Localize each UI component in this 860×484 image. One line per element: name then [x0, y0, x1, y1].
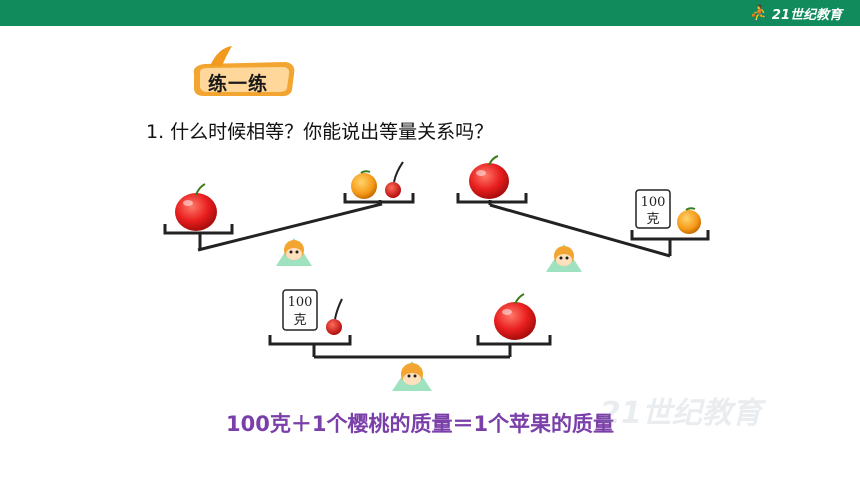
balance-scale-1: [163, 161, 415, 266]
svg-text:克: 克: [293, 313, 306, 328]
weight-100g: 100 克: [635, 189, 671, 229]
svg-text:100: 100: [288, 295, 313, 310]
section-badge: 练一练: [188, 44, 300, 100]
apple-icon: [469, 155, 509, 199]
svg-text:克: 克: [646, 212, 659, 227]
question-text: 1. 什么时候相等？你能说出等量关系吗？: [146, 121, 494, 143]
apple-icon: [494, 293, 536, 340]
section-label: 练一练: [208, 73, 269, 95]
feather-icon: [210, 46, 232, 66]
balance-scale-3: 100 克: [268, 289, 552, 391]
monkey-icon: [392, 361, 432, 391]
brand-logo: ⛹ 21世纪教育: [749, 3, 842, 23]
orange-icon: [677, 207, 701, 234]
header-bar: ⛹ 21世纪教育: [0, 0, 860, 26]
orange-icon: [351, 170, 377, 199]
answer-text: 100克＋1个樱桃的质量＝1个苹果的质量: [226, 412, 615, 436]
apple-icon: [175, 183, 217, 231]
svg-text:100: 100: [641, 195, 666, 210]
monkey-icon: [546, 244, 582, 272]
svg-text:21世纪教育: 21世纪教育: [600, 396, 767, 431]
monkey-icon: [276, 238, 312, 266]
brand-text: 21世纪教育: [771, 7, 842, 23]
balance-scale-2: 100 克: [456, 155, 710, 272]
cherry-icon: [385, 161, 404, 198]
weight-100g: 100 克: [282, 289, 318, 331]
runner-icon: ⛹: [749, 4, 768, 22]
watermark-logo: 21世纪教育: [600, 396, 767, 431]
cherry-icon: [326, 298, 343, 335]
